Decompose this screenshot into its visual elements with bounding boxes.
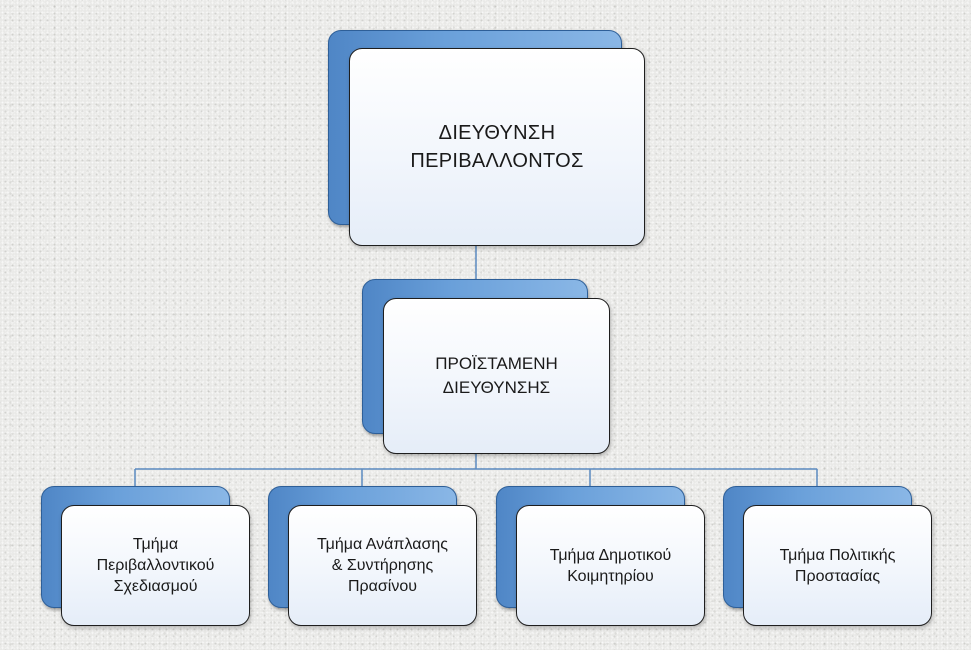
department-node[interactable]: Τμήμα Περιβαλλοντικού Σχεδιασμού (41, 486, 251, 627)
department-node-label: Τμήμα Ανάπλασης & Συντήρησης Πρασίνου (317, 536, 448, 595)
department-node-card[interactable]: Τμήμα Περιβαλλοντικού Σχεδιασμού (61, 505, 250, 626)
department-node-label: Τμήμα Πολιτικής Προστασίας (779, 546, 896, 585)
department-node-label: Τμήμα Δημοτικού Κοιμητηρίου (549, 546, 672, 585)
department-node-card[interactable]: Τμήμα Πολιτικής Προστασίας (743, 505, 932, 626)
root-node-card[interactable]: ΔΙΕΥΘΥΝΣΗ ΠΕΡΙΒΑΛΛΟΝΤΟΣ (349, 48, 645, 246)
head-node-label: ΠΡΟΪΣΤΑΜΕΝΗ ΔΙΕΥΘΥΝΣΗΣ (435, 354, 558, 397)
department-node[interactable]: Τμήμα Πολιτικής Προστασίας (723, 486, 933, 627)
department-node[interactable]: Τμήμα Ανάπλασης & Συντήρησης Πρασίνου (268, 486, 478, 627)
department-node-label: Τμήμα Περιβαλλοντικού Σχεδιασμού (96, 536, 215, 595)
head-node-card[interactable]: ΠΡΟΪΣΤΑΜΕΝΗ ΔΙΕΥΘΥΝΣΗΣ (383, 298, 610, 454)
department-node-card[interactable]: Τμήμα Ανάπλασης & Συντήρησης Πρασίνου (288, 505, 477, 626)
root-node[interactable]: ΔΙΕΥΘΥΝΣΗ ΠΕΡΙΒΑΛΛΟΝΤΟΣ (328, 30, 646, 247)
root-node-label: ΔΙΕΥΘΥΝΣΗ ΠΕΡΙΒΑΛΛΟΝΤΟΣ (410, 122, 584, 172)
head-node[interactable]: ΠΡΟΪΣΤΑΜΕΝΗ ΔΙΕΥΘΥΝΣΗΣ (362, 279, 611, 455)
department-node-card[interactable]: Τμήμα Δημοτικού Κοιμητηρίου (516, 505, 705, 626)
department-node[interactable]: Τμήμα Δημοτικού Κοιμητηρίου (496, 486, 706, 627)
